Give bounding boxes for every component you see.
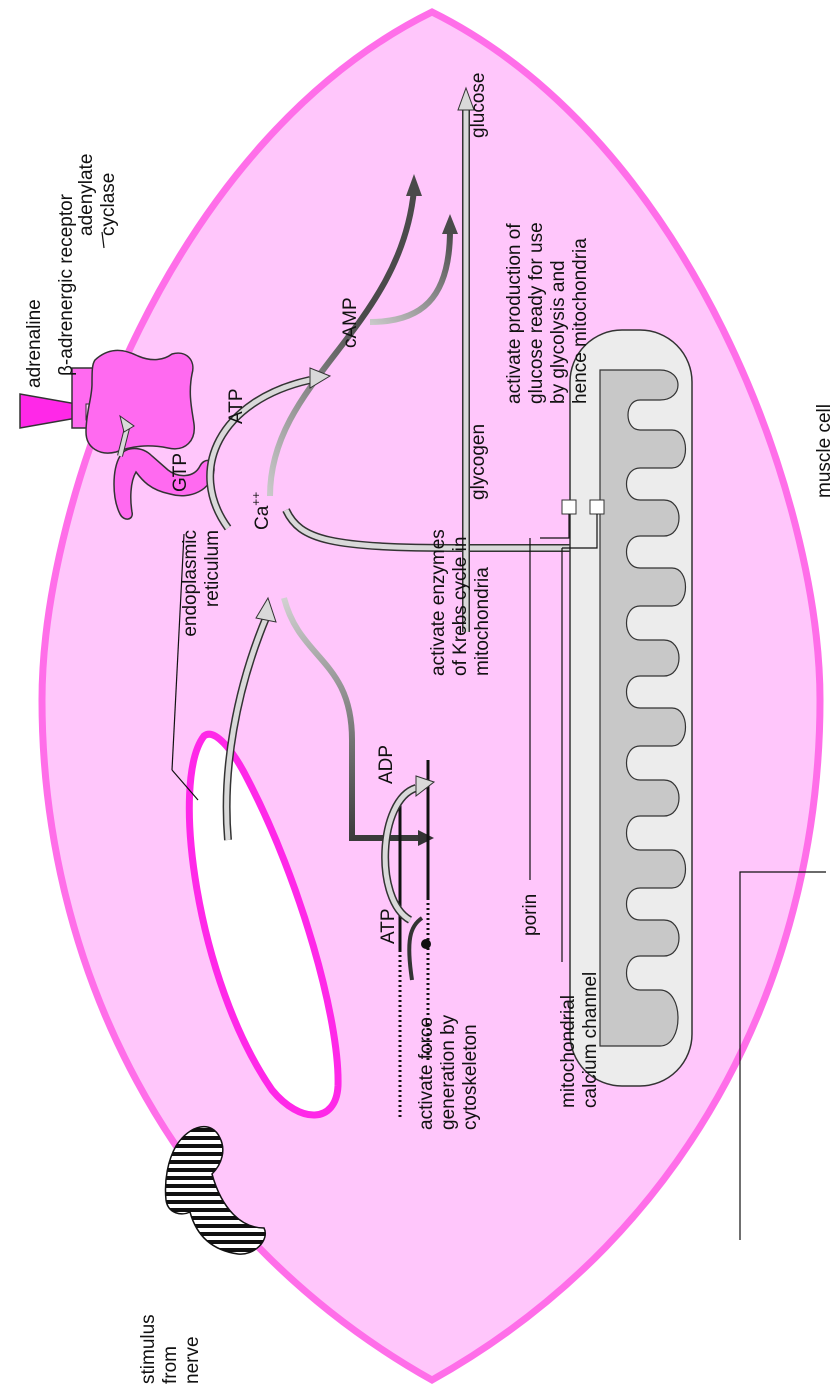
muscle-cell-membrane xyxy=(38,8,824,1385)
porin-pore xyxy=(561,499,577,515)
g-protein xyxy=(113,447,215,520)
label-stimulus-3: nerve xyxy=(182,1336,203,1384)
mitochondrial-calcium-channel-pore xyxy=(589,499,605,515)
label-porin: porin xyxy=(520,894,541,936)
adenylate-cyclase-enzyme xyxy=(85,349,195,454)
label-beta-adrenergic-receptor: β-adrenergic receptor xyxy=(56,193,77,376)
label-adp: ADP xyxy=(376,745,397,784)
label-krebs-3: mitochondria xyxy=(472,567,493,676)
label-calcium: Ca++ xyxy=(249,492,273,530)
label-force-3: cytoskeleton xyxy=(460,1024,481,1130)
label-adrenaline: adrenaline xyxy=(24,299,45,388)
label-atp-top: ATP xyxy=(226,388,247,424)
label-atp-bottom: ATP xyxy=(378,908,399,944)
label-force-1: activate force xyxy=(416,1017,437,1130)
label-glucose-3: by glycolysis and xyxy=(548,260,569,404)
label-stimulus-2: from xyxy=(160,1346,181,1384)
label-glucose-1: activate production of xyxy=(504,223,525,404)
label-endoplasmic-2: reticulum xyxy=(202,530,223,607)
label-stimulus-1: stimulus xyxy=(138,1314,159,1384)
label-mito-channel-1: mitochondrial xyxy=(558,995,579,1108)
label-camp: cAMP xyxy=(340,297,361,348)
label-glucose-2: glucose ready for use xyxy=(526,222,547,404)
label-force-2: generation by xyxy=(438,1014,459,1130)
mitochondrial-inner-membrane xyxy=(599,369,686,1047)
nerve-terminal xyxy=(164,1125,267,1255)
label-krebs-1: activate enzymes xyxy=(428,529,449,676)
label-mito-channel-2: calcium channel xyxy=(580,972,601,1108)
label-endoplasmic-1: endoplasmic xyxy=(180,530,201,637)
label-muscle-cell: muscle cell xyxy=(814,404,832,498)
label-glucose-4: hence mitochondria xyxy=(570,238,591,404)
label-adenylate-cyclase-2: cyclase xyxy=(98,173,119,236)
label-gtp: GTP xyxy=(170,453,191,492)
label-glucose: glucose xyxy=(468,73,489,139)
label-glycogen: glycogen xyxy=(468,424,489,500)
label-adenylate-cyclase-1: adenylate xyxy=(76,154,97,236)
label-krebs-2: of Krebs cycle in xyxy=(450,537,471,676)
